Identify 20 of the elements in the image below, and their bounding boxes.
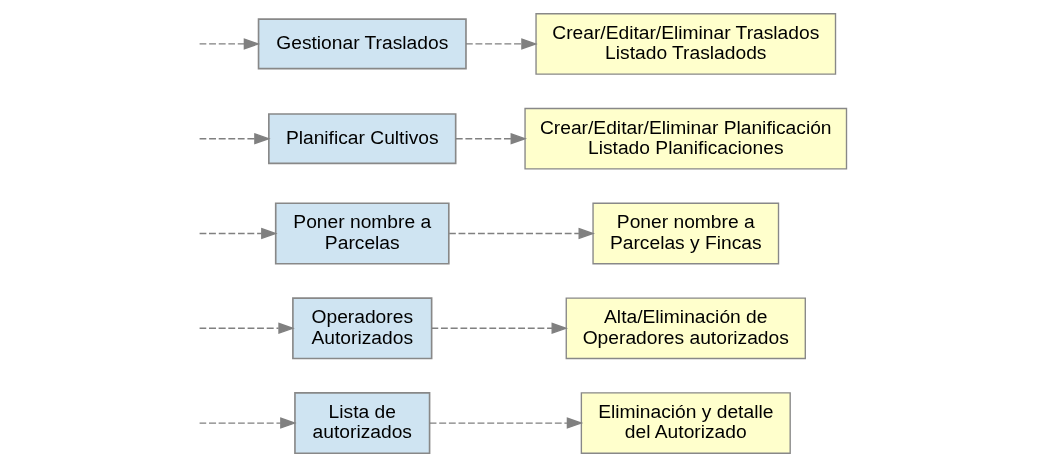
node-box: Poner nombre a Parcelas y Fincas — [591, 202, 779, 265]
node-box: Poner nombre a Parcelas — [274, 202, 450, 265]
arrow — [464, 38, 538, 50]
node-box: Alta/Eliminación de Operadores autorizados — [565, 297, 806, 360]
arrow — [428, 417, 583, 429]
arrow — [454, 132, 527, 145]
arrow — [198, 132, 271, 145]
node-box: Lista de autorizados — [293, 392, 430, 455]
arrow — [448, 227, 595, 240]
arrow — [198, 38, 260, 50]
node-box: Gestionar Traslados — [257, 18, 467, 70]
node-box: Planificar Cultivos — [267, 113, 456, 165]
arrow — [198, 417, 297, 429]
node-box: Crear/Editar/Eliminar Traslados Listado Trasladods — [534, 13, 836, 75]
arrow — [198, 322, 295, 335]
node-box: Crear/Editar/Eliminar Planificación Listado Planificaciones — [523, 107, 847, 170]
node-box: Eliminación y detalle del Autorizado — [580, 392, 791, 454]
arrow — [430, 322, 568, 335]
arrow — [198, 227, 278, 240]
node-box: Operadores Autorizados — [291, 297, 432, 360]
